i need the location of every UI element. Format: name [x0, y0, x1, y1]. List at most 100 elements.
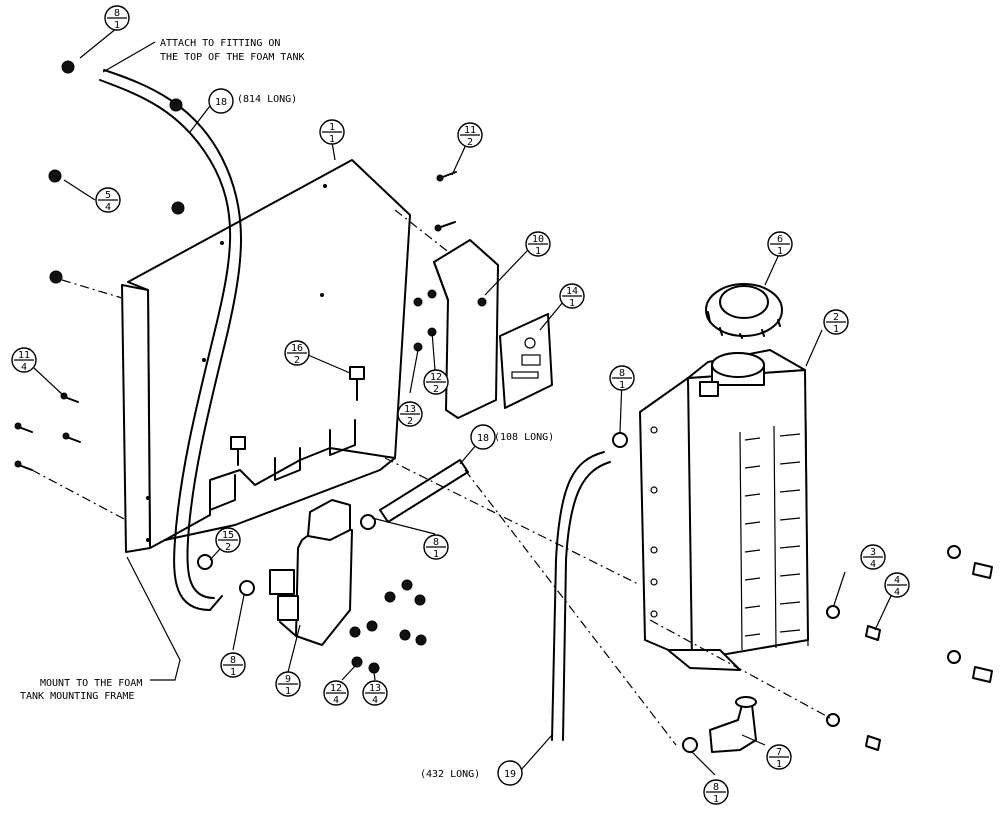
callout-quantity: 4 — [105, 202, 111, 213]
callout-quantity: 2 — [407, 416, 413, 427]
callout-c-12-4: 124 — [323, 680, 349, 706]
callout-c-6-1: 61 — [767, 231, 793, 257]
callout-quantity: 2 — [467, 137, 473, 148]
tank-cap — [705, 283, 783, 339]
callout-item-number: 7 — [776, 747, 782, 758]
note-length-432: (432 LONG) — [420, 769, 480, 780]
note-mount-line2: TANK MOUNTING FRAME — [20, 691, 134, 702]
foam-tank — [639, 349, 809, 671]
callout-quantity: 4 — [870, 559, 876, 570]
callout-quantity: 1 — [535, 246, 541, 257]
callout-item-number: 19 — [504, 769, 516, 780]
callout-quantity: 4 — [333, 695, 339, 706]
callout-c-8-1-tank: 81 — [609, 365, 635, 391]
callout-item-number: 11 — [464, 125, 476, 136]
callout-quantity: 1 — [776, 759, 782, 770]
callout-c-18-top: 18 — [208, 88, 234, 114]
mounting-bracket — [121, 159, 411, 553]
decal — [499, 313, 553, 409]
bolts-top — [434, 171, 457, 232]
callout-c-11-4: 114 — [11, 347, 37, 373]
note-length-108: (108 LONG) — [494, 432, 554, 443]
callout-item-number: 12 — [430, 372, 442, 383]
callout-layer: 8118541111210161141211141621221328118152… — [11, 5, 910, 805]
callout-c-4-4: 44 — [884, 572, 910, 598]
callout-item-number: 12 — [330, 683, 342, 694]
callout-circle — [208, 88, 234, 114]
callout-quantity: 4 — [21, 362, 27, 373]
note-attach-line2: THE TOP OF THE FOAM TANK — [160, 52, 305, 63]
callout-quantity: 4 — [372, 695, 378, 706]
callout-item-number: 9 — [285, 674, 291, 685]
callout-quantity: 1 — [569, 298, 575, 309]
callout-item-number: 18 — [215, 97, 227, 108]
callout-item-number: 8 — [713, 782, 719, 793]
callout-c-18-mid: 18 — [470, 424, 496, 450]
callout-quantity: 1 — [114, 20, 120, 31]
callout-item-number: 8 — [230, 655, 236, 666]
callout-c-1-1: 11 — [319, 119, 345, 145]
callout-c-16-2: 162 — [284, 340, 310, 366]
callout-circle — [470, 424, 496, 450]
washers-bolts-right — [826, 545, 993, 751]
callout-quantity: 1 — [230, 667, 236, 678]
callout-item-number: 5 — [105, 190, 111, 201]
callout-c-5-4: 54 — [95, 187, 121, 213]
hose-108 — [379, 459, 469, 523]
callout-c-13-2: 132 — [397, 401, 423, 427]
callout-item-number: 10 — [532, 234, 544, 245]
nuts-group — [349, 579, 427, 674]
callout-item-number: 13 — [369, 683, 381, 694]
callout-c-14-1: 141 — [559, 283, 585, 309]
callout-item-number: 18 — [477, 433, 489, 444]
callout-item-number: 13 — [404, 404, 416, 415]
callout-quantity: 2 — [433, 384, 439, 395]
callout-c-10-1: 101 — [525, 231, 551, 257]
hose-clamps — [197, 432, 698, 753]
callout-item-number: 1 — [329, 122, 335, 133]
cover-plate — [433, 239, 499, 419]
callout-c-12-2: 122 — [423, 369, 449, 395]
callout-quantity: 1 — [285, 686, 291, 697]
callout-item-number: 6 — [777, 234, 783, 245]
callout-c-3-4: 34 — [860, 544, 886, 570]
note-length-814: (814 LONG) — [237, 94, 297, 105]
callout-quantity: 1 — [329, 134, 335, 145]
callout-item-number: 2 — [833, 312, 839, 323]
callout-c-2-1: 21 — [823, 309, 849, 335]
callout-quantity: 2 — [225, 542, 231, 553]
callout-c-8-1-left: 81 — [220, 652, 246, 678]
callout-item-number: 15 — [222, 530, 234, 541]
bolts-left — [14, 392, 81, 471]
callout-quantity: 1 — [433, 549, 439, 560]
callout-item-number: 16 — [291, 343, 303, 354]
callout-c-8-1-top: 81 — [104, 5, 130, 31]
callout-item-number: 3 — [870, 547, 876, 558]
callout-c-13-4: 134 — [362, 680, 388, 706]
callout-quantity: 1 — [619, 380, 625, 391]
pump — [269, 499, 353, 646]
callout-c-9-1: 91 — [275, 671, 301, 697]
hose-432 — [551, 451, 611, 741]
note-attach-line1: ATTACH TO FITTING ON — [160, 38, 280, 49]
bolt-16 — [230, 366, 365, 466]
leader-lines — [33, 27, 898, 776]
callout-item-number: 8 — [619, 368, 625, 379]
callout-quantity: 1 — [777, 246, 783, 257]
callout-item-number: 8 — [433, 537, 439, 548]
callout-quantity: 1 — [833, 324, 839, 335]
hex-nuts — [48, 60, 185, 284]
callout-quantity: 2 — [294, 355, 300, 366]
callout-item-number: 14 — [566, 286, 578, 297]
callout-item-number: 4 — [894, 575, 900, 586]
callout-c-11-2: 112 — [457, 122, 483, 148]
callout-item-number: 11 — [18, 350, 30, 361]
hose-814 — [99, 69, 242, 611]
elbow-fitting — [709, 696, 757, 753]
callout-item-number: 8 — [114, 8, 120, 19]
callout-c-19: 19 — [497, 760, 523, 786]
callout-c-7-1: 71 — [766, 744, 792, 770]
callout-quantity: 1 — [713, 794, 719, 805]
callout-c-15-2: 152 — [215, 527, 241, 553]
